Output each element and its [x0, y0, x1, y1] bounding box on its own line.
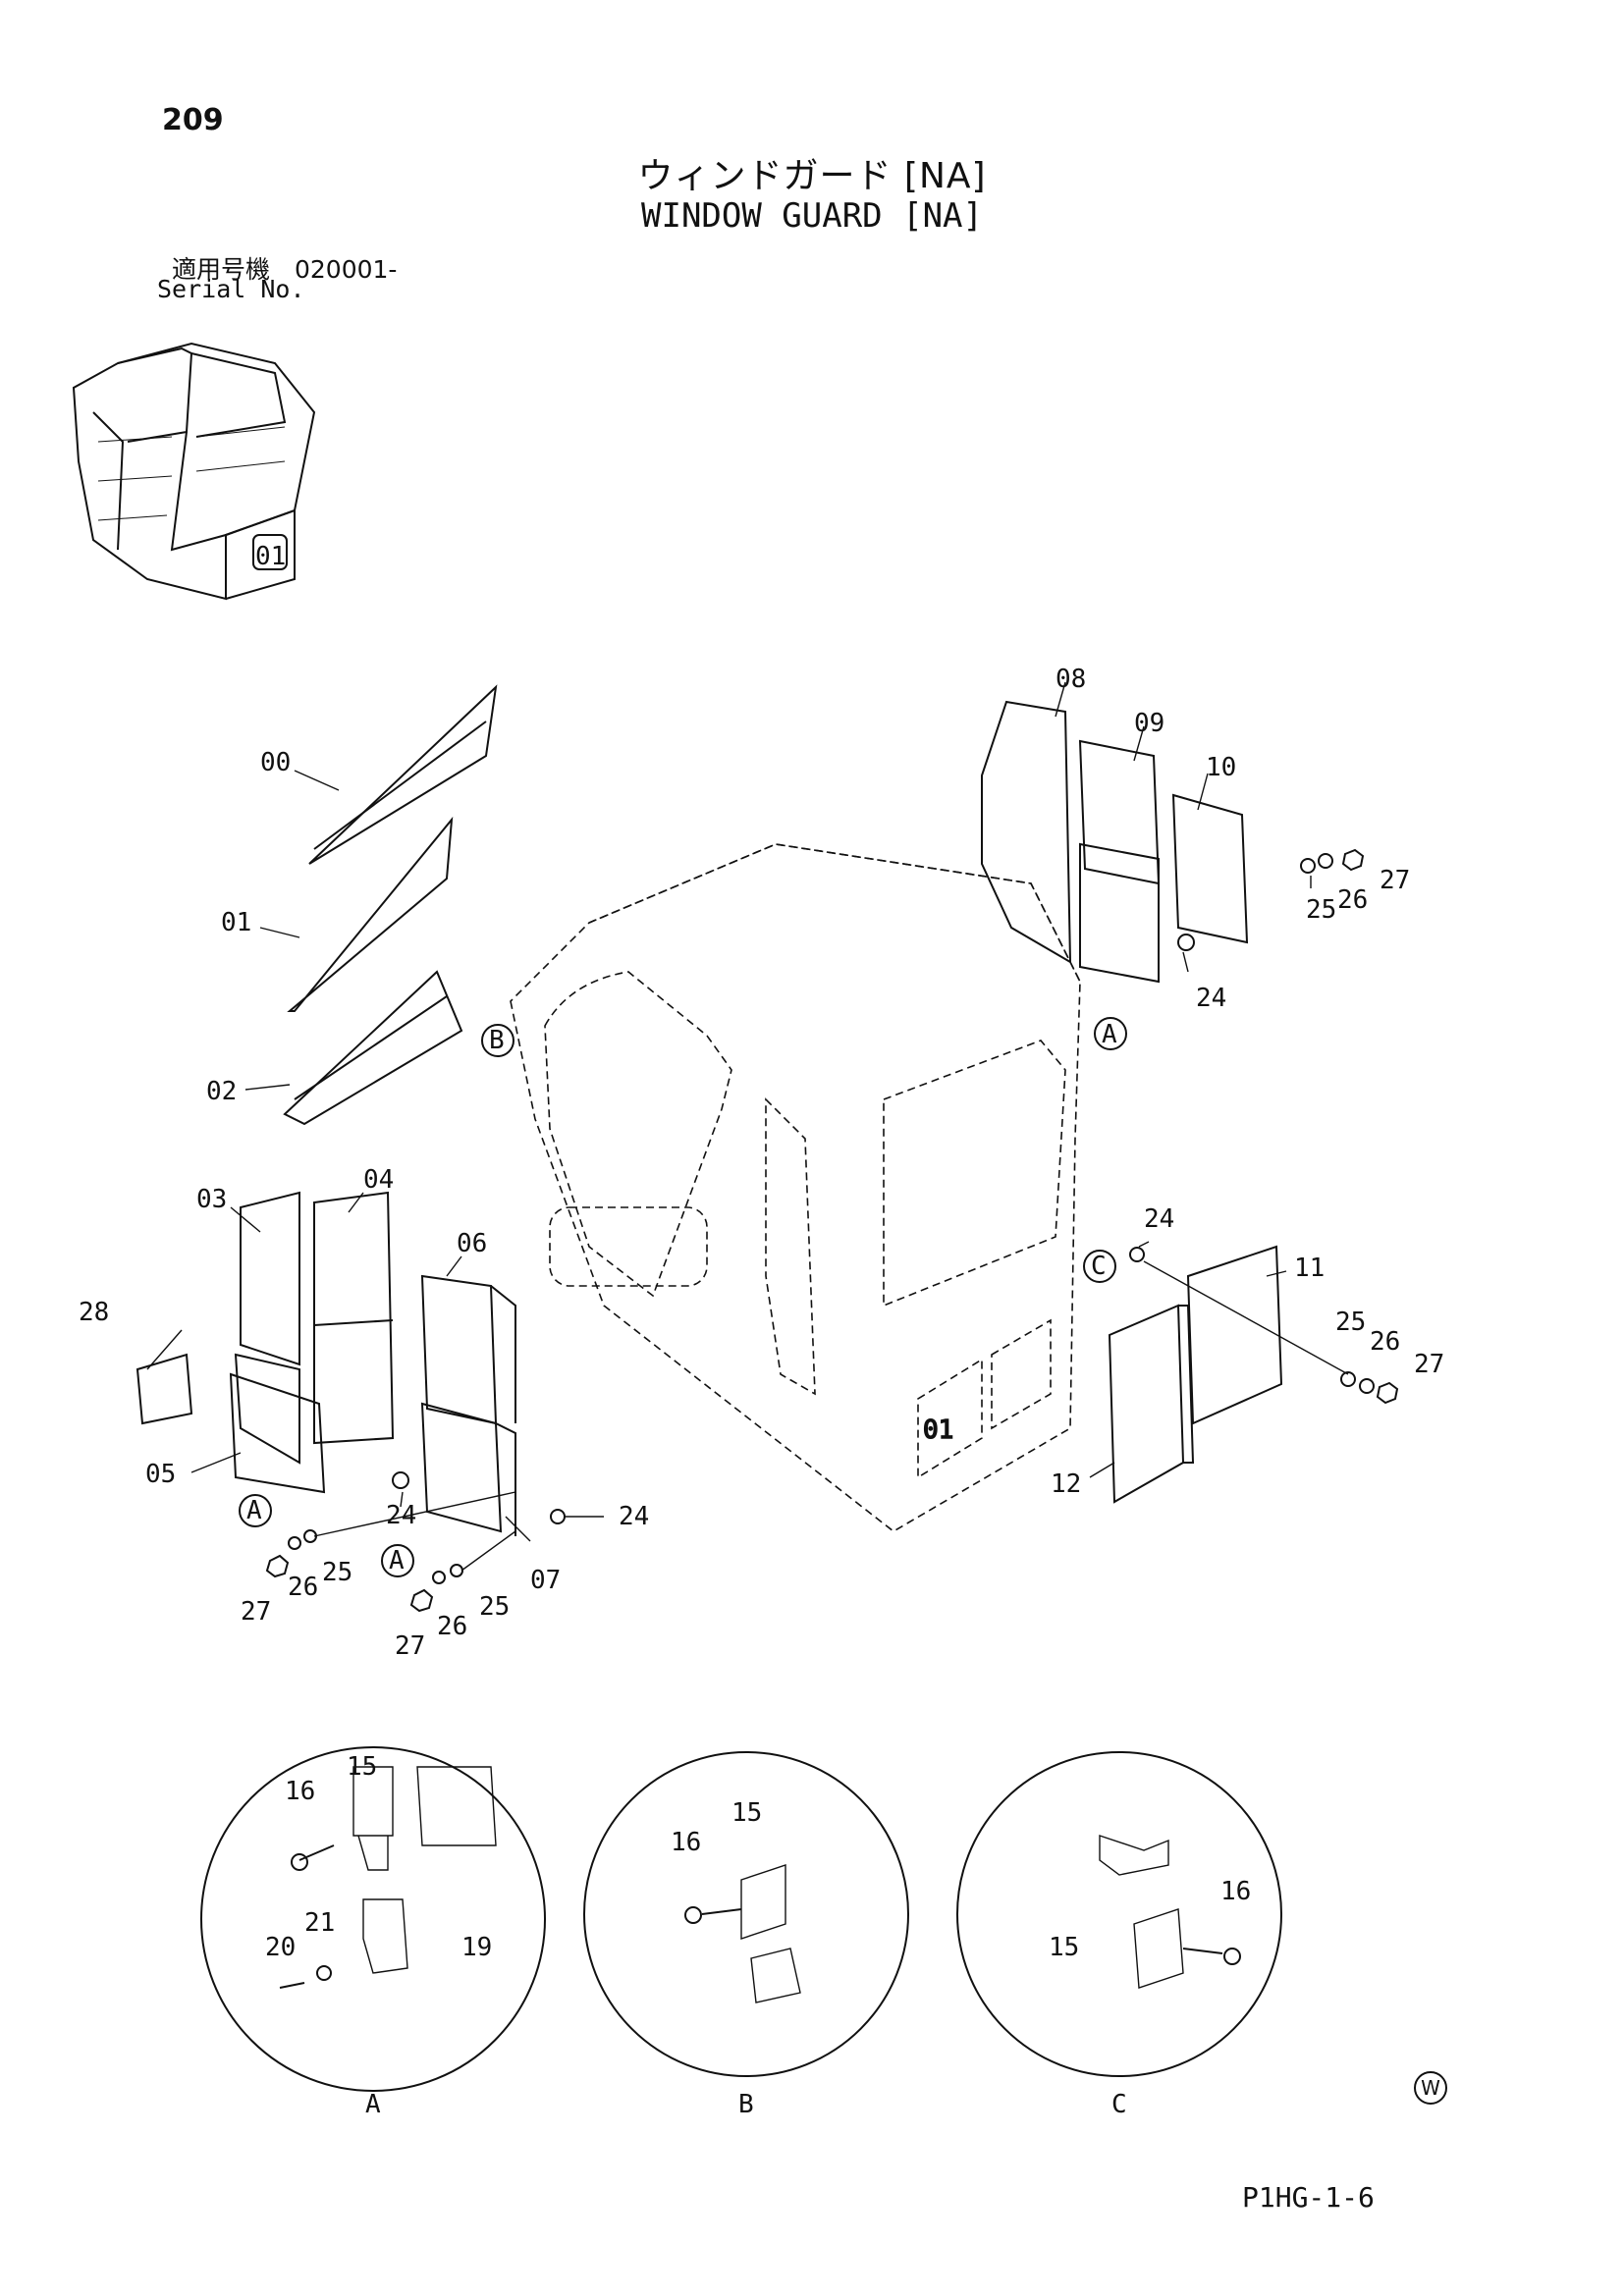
callout-21-a: 21	[304, 1908, 335, 1938]
callout-05: 05	[145, 1460, 176, 1489]
callout-16-b: 16	[671, 1828, 701, 1857]
callout-11: 11	[1294, 1254, 1325, 1283]
callout-27-right: 27	[1414, 1350, 1444, 1379]
fastener-hardware	[265, 848, 1399, 1613]
detail-label-c: C	[1111, 2090, 1127, 2119]
right-side-guard-panels	[1108, 1245, 1283, 1504]
callout-25-right: 25	[1335, 1308, 1366, 1337]
detail-label-b: B	[738, 2090, 754, 2119]
callout-19-a: 19	[461, 1933, 492, 1962]
callout-02: 02	[206, 1077, 237, 1106]
callout-24-right: 24	[1144, 1204, 1174, 1234]
callout-10: 10	[1206, 753, 1236, 782]
sticker-illustration	[135, 1353, 193, 1425]
callout-15-b: 15	[731, 1798, 762, 1828]
roof-guard-panels	[283, 684, 498, 1126]
callout-27-left: 27	[241, 1597, 271, 1627]
title-japanese: ウィンドガード [NA]	[637, 156, 987, 196]
detail-view-c	[956, 1751, 1282, 2077]
cab-logo-thumbnail: 01	[255, 542, 286, 571]
callout-15-c: 15	[1049, 1933, 1079, 1962]
view-marker-a-rear: A	[1102, 1020, 1117, 1049]
detail-view-b	[583, 1751, 909, 2077]
callout-04: 04	[363, 1165, 394, 1195]
rear-guard-panels	[981, 700, 1249, 984]
callout-15-a: 15	[347, 1752, 377, 1782]
thumbnail-cab-illustration	[72, 342, 316, 601]
page-number: 209	[162, 103, 224, 137]
callout-20-a: 20	[265, 1933, 296, 1962]
leader-lines	[146, 681, 1349, 1572]
view-marker-a-door: A	[389, 1546, 405, 1575]
view-marker-b: B	[489, 1026, 505, 1055]
callout-26-rear: 26	[1337, 885, 1368, 915]
callout-28: 28	[79, 1298, 109, 1327]
callout-27-rear: 27	[1380, 866, 1410, 895]
title-english: WINDOW GUARD [NA]	[641, 196, 983, 236]
cab-logo-main: 01	[923, 1415, 953, 1445]
callout-01: 01	[221, 908, 251, 937]
callout-07: 07	[530, 1566, 561, 1595]
callout-25-door: 25	[479, 1592, 510, 1622]
view-marker-circles	[239, 1017, 1127, 1577]
callout-26-right: 26	[1370, 1327, 1400, 1357]
callout-24-rear: 24	[1196, 984, 1226, 1013]
callout-27-door: 27	[395, 1631, 425, 1661]
view-marker-c: C	[1091, 1252, 1107, 1281]
callout-16-c: 16	[1220, 1877, 1251, 1906]
callout-09: 09	[1134, 709, 1164, 738]
serial-label-japanese: 適用号機 020001-	[172, 255, 398, 284]
view-marker-a-left: A	[246, 1496, 262, 1525]
view-marker-letters: A B C A A A B C	[246, 1020, 1127, 2119]
serial-label-english: Serial No.	[157, 275, 305, 303]
callout-24-left: 24	[386, 1501, 416, 1530]
callout-06: 06	[457, 1229, 487, 1258]
callout-25-rear: 25	[1306, 895, 1336, 925]
callout-24-door: 24	[619, 1502, 649, 1531]
detail-label-a: A	[365, 2090, 381, 2119]
detail-view-a	[200, 1746, 546, 2092]
document-code: P1HG-1-6	[1242, 2181, 1375, 2214]
callout-16-a: 16	[285, 1777, 315, 1806]
callout-12: 12	[1051, 1469, 1081, 1499]
left-side-guard-panels	[229, 1191, 516, 1536]
callout-26-door: 26	[437, 1612, 467, 1641]
callout-03: 03	[196, 1185, 227, 1214]
w-mark-icon: W	[1414, 2071, 1447, 2105]
callout-labels: 00 01 02 03 04 05 06 07 08 09 10 11 12 2…	[79, 665, 1444, 1962]
callout-00: 00	[260, 748, 291, 777]
callout-25-left: 25	[322, 1558, 352, 1587]
callout-08: 08	[1056, 665, 1086, 694]
cab-body-illustration	[510, 843, 1081, 1532]
callout-26-left: 26	[288, 1573, 318, 1602]
